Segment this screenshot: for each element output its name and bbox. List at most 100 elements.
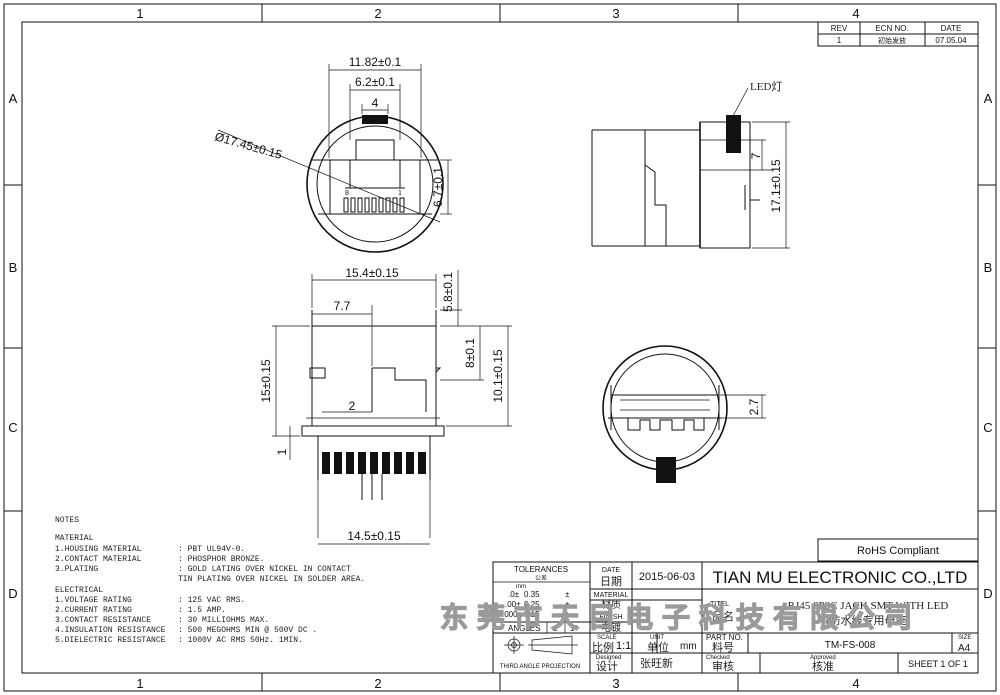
material-cn: 材质 [601, 598, 621, 611]
ecn-value: 初始发放 [878, 36, 906, 45]
projection-symbol [504, 635, 578, 655]
electrical-val-1: : 125 VAC RMS. [178, 596, 245, 605]
scale-value: 1:1 [616, 640, 631, 652]
electrical-title: ELECTRICAL [55, 586, 103, 595]
notes-title: NOTES [55, 516, 79, 525]
approved-cn: 核准 [812, 659, 834, 673]
dim-top-offset: 5.8±0.1 [441, 272, 455, 312]
dim-total-height: 10.1±0.15 [491, 349, 505, 403]
sheet-info: SHEET 1 OF 1 [908, 659, 968, 669]
product-line-1: RJ45 8P8C JACK SMT WITH LED [788, 600, 949, 612]
dim-slot-width: 4 [372, 96, 379, 110]
dim-width-overall: 11.82±0.1 [349, 55, 402, 69]
dim-diameter: Ø17.45±0.15 [213, 129, 284, 162]
scale-label: SCALE [597, 635, 617, 641]
company-name: TIAN MU ELECTRONIC CO.,LTD [713, 568, 968, 587]
tol-row1-b: 0.35 [524, 590, 540, 599]
material-key-1: 1.HOUSING MATERIAL [55, 545, 142, 554]
led-label: LED灯 [750, 80, 782, 93]
material-title: MATERIAL [55, 534, 94, 543]
row-label-c-right: C [983, 420, 992, 435]
row-label-d-right: D [983, 586, 992, 601]
row-label-b: B [9, 260, 18, 275]
revision-table: REV ECN NO. DATE 1 初始发放 07.05.04 [817, 21, 979, 47]
electrical-key-2: 2.CURRENT RATING [55, 606, 132, 615]
material-key-2: 2.CONTACT MATERIAL [55, 555, 142, 564]
angles-deg: 1° [570, 624, 578, 633]
dim-flange: 1 [275, 448, 289, 455]
col-label-3: 3 [612, 6, 619, 21]
front-view: 8 1 11.82±0.1 6.2±0.1 4 Ø17.45±0.15 6.7±… [213, 55, 452, 253]
material-val-1: : PBT UL94V-0. [178, 545, 245, 554]
angles-label: ANGLES [508, 624, 540, 633]
dim-body-half: 7.7 [334, 299, 351, 313]
rev-value: 1 [837, 36, 842, 45]
electrical-key-3: 3.CONTACT RESISTANCE [55, 616, 151, 625]
material-key-3: 3.PLATING [55, 565, 98, 574]
finish-cn: 电镀 [601, 621, 621, 634]
col-label-4-bottom: 4 [852, 676, 859, 691]
material-val-3: : GOLD LATING OVER NICKEL IN CONTACT [178, 565, 351, 574]
pin-label-1: 1 [398, 190, 402, 197]
row-label-c: C [8, 420, 17, 435]
dim-height-slot: 6.7±0.1 [431, 167, 445, 207]
col-label-1-bottom: 1 [136, 676, 143, 691]
dim-side-offset: 7 [749, 152, 763, 159]
outer-frame [3, 3, 997, 692]
partno-cn: 料号 [712, 640, 734, 654]
tol-row3-b: 0.15 [524, 610, 540, 619]
dim-slot-small: 2 [349, 399, 356, 413]
ecn-header: ECN NO. [875, 24, 908, 33]
notes: NOTES MATERIAL 1.HOUSING MATERIAL : PBT … [55, 516, 365, 645]
col-label-2-bottom: 2 [374, 676, 381, 691]
tolerances-cn: 公差 [535, 574, 547, 582]
approved-label: Approved [810, 655, 836, 661]
side-view: LED灯 7 17.1±0.15 [591, 80, 790, 249]
electrical-val-2: : 1.5 AMP. [178, 606, 226, 615]
product-line-2: (防水线专用母座) [826, 613, 911, 627]
finish-label: FINISH [600, 614, 623, 621]
electrical-val-5: : 1000V AC RMS 50Hz. 1MIN. [178, 636, 303, 645]
title-block: RoHS Compliant TOLERANCES 公差 mm .0± 0.35… [492, 538, 979, 674]
material-label: MATERIAL [594, 592, 629, 599]
dim-body-height: 15±0.15 [259, 359, 273, 403]
date-value: 2015-06-03 [639, 571, 695, 583]
size-value: A4 [958, 643, 971, 654]
tol-row3-c: ± [565, 610, 570, 619]
tolerances-label: TOLERANCES [514, 565, 568, 574]
scale-cn: 比例 [592, 640, 614, 654]
unit-cn: 单位 [647, 640, 669, 654]
projection-label: THIRD ANGLE PROJECTION [500, 664, 580, 670]
date-cn: 日期 [600, 575, 622, 588]
row-label-a: A [9, 91, 18, 106]
dim-width-inner: 6.2±0.1 [355, 75, 395, 89]
rev-header: REV [831, 24, 848, 33]
tol-row2-a: .00± [505, 600, 521, 609]
col-label-4: 4 [852, 6, 859, 21]
date-header: DATE [941, 24, 962, 33]
checked-cn: 审核 [712, 659, 734, 673]
dim-side-height: 17.1±0.15 [769, 159, 783, 213]
col-label-3-bottom: 3 [612, 676, 619, 691]
zone-ticks [4, 4, 996, 691]
body-view: 15.4±0.15 7.7 15±0.15 1 2 5.8±0.1 8±0.1 … [259, 266, 512, 545]
angles-value: ± [553, 624, 558, 633]
tol-row1-c: ± [565, 590, 570, 599]
checked-label: Checked [706, 655, 730, 661]
size-label: SIZE [958, 635, 971, 641]
row-label-b-right: B [984, 260, 993, 275]
unit-value: mm [680, 641, 697, 652]
dim-mid-height: 8±0.1 [463, 338, 477, 368]
designer-name: 张旺新 [640, 656, 673, 670]
col-label-2: 2 [374, 6, 381, 21]
designed-label: Designed [596, 655, 621, 661]
rohs-label: RoHS Compliant [857, 545, 939, 557]
tol-row1-a: .0± [508, 590, 520, 599]
electrical-key-4: 4.INSULATION RESISTANCE [55, 626, 166, 635]
dim-body-width: 15.4±0.15 [345, 266, 399, 280]
dim-base-width: 14.5±0.15 [347, 529, 401, 543]
unit-label: UNIT [650, 635, 664, 641]
col-label-1: 1 [136, 6, 143, 21]
electrical-key-1: 1.VOLTAGE RATING [55, 596, 132, 605]
